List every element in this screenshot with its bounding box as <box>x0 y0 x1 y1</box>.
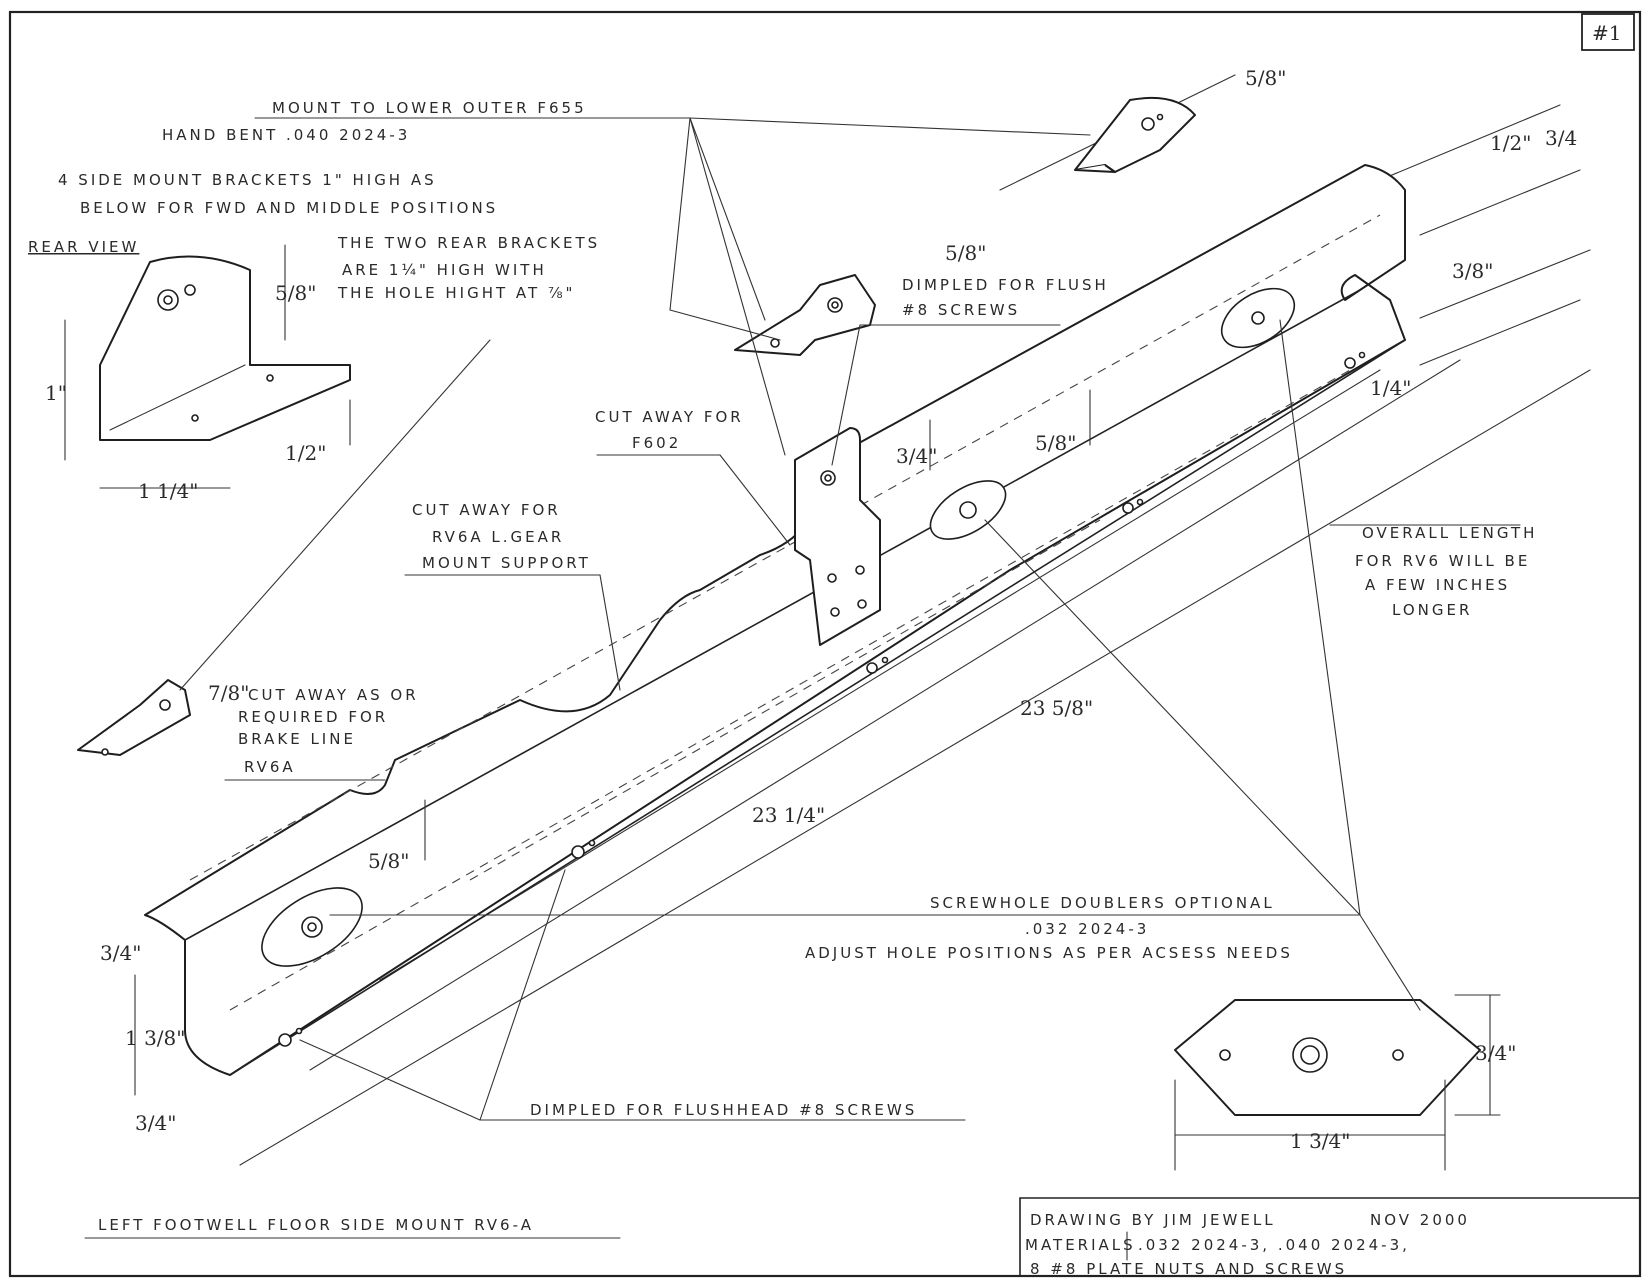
label-rear-brackets-1: THE TWO REAR BRACKETS <box>337 234 600 252</box>
label-mount-to: MOUNT TO LOWER OUTER F655 <box>272 99 587 117</box>
label-cut-f602-1: CUT AWAY FOR <box>595 408 744 426</box>
dim-3-4-left-top: 3/4" <box>100 941 141 965</box>
label-cut-gear-3: MOUNT SUPPORT <box>422 554 591 572</box>
label-overall-3: A FEW INCHES <box>1365 576 1510 594</box>
dim-1-rear: 1" <box>45 381 67 405</box>
dim-5-8-bracket: 5/8" <box>945 241 986 265</box>
doubler-detail <box>1174 994 1501 1171</box>
sheet-border <box>8 10 1642 1278</box>
dim-5-8-mid: 5/8" <box>1035 431 1076 455</box>
label-cut-brake-4: RV6A <box>244 758 296 776</box>
bracket-small-left <box>77 679 191 756</box>
dim-7-8-small: 7/8" <box>208 681 249 705</box>
label-dimpled-head: DIMPLED FOR FLUSHHEAD #8 SCREWS <box>530 1101 917 1119</box>
construction-lines <box>239 74 1591 1166</box>
label-doublers-3: ADJUST HOLE POSITIONS AS PER ACSESS NEED… <box>805 944 1293 962</box>
label-overall-1: OVERALL LENGTH <box>1362 524 1537 542</box>
dim-3-4-mid: 3/4" <box>896 444 937 468</box>
dim-3-4-top: 3/4 <box>1545 126 1577 150</box>
materials-label: MATERIALS <box>1025 1236 1136 1254</box>
materials-line-1: .032 2024-3, .040 2024-3, <box>1138 1236 1410 1254</box>
label-side-brackets-2: BELOW FOR FWD AND MIDDLE POSITIONS <box>80 199 498 217</box>
label-doublers-2: .032 2024-3 <box>1025 920 1149 938</box>
label-cut-f602-2: F602 <box>632 434 681 452</box>
dim-1-3-8-left: 1 3/8" <box>125 1026 185 1050</box>
dim-23-5-8: 23 5/8" <box>1020 696 1093 720</box>
label-cut-gear-2: RV6A L.GEAR <box>432 528 564 546</box>
floor-side-mount-angle <box>144 164 1406 1076</box>
bracket-middle <box>734 274 876 356</box>
label-rear-brackets-3: THE HOLE HIGHT AT ⅞" <box>337 284 575 302</box>
leader-lines <box>179 117 1421 1121</box>
dim-3-4-doubler: 3/4" <box>1475 1041 1516 1065</box>
label-overall-4: LONGER <box>1392 601 1472 619</box>
label-cut-brake-2: REQUIRED FOR <box>238 708 388 726</box>
label-hand-bent: HAND BENT .040 2024-3 <box>162 126 410 144</box>
label-overall-2: FOR RV6 WILL BE <box>1355 552 1530 570</box>
materials-line-2: 8 #8 PLATE NUTS AND SCREWS <box>1030 1260 1347 1278</box>
label-rear-view: REAR VIEW <box>28 238 139 256</box>
dim-1-2-top: 1/2" <box>1490 131 1531 155</box>
dim-3-8-right: 3/8" <box>1452 259 1493 283</box>
label-cut-brake-3: BRAKE LINE <box>238 730 356 748</box>
label-cut-brake-1: CUT AWAY AS OR <box>248 686 419 704</box>
drawing-title: LEFT FOOTWELL FLOOR SIDE MOUNT RV6-A <box>98 1216 534 1234</box>
dim-1-4-right: 1/4" <box>1370 376 1411 400</box>
bracket-rear-view <box>99 255 351 441</box>
drawn-date: NOV 2000 <box>1370 1211 1470 1229</box>
dim-3-4-left-bot: 3/4" <box>135 1111 176 1135</box>
label-rear-brackets-2: ARE 1¼" HIGH WITH <box>342 261 547 279</box>
sheet-number: #1 <box>1592 21 1621 45</box>
drawn-by: DRAWING BY JIM JEWELL <box>1030 1211 1276 1229</box>
label-side-brackets-1: 4 SIDE MOUNT BRACKETS 1" HIGH AS <box>58 171 437 189</box>
bracket-top-right <box>1074 96 1196 173</box>
label-dimpled-flush-2: #8 SCREWS <box>902 301 1020 319</box>
dim-23-1-4: 23 1/4" <box>752 803 825 827</box>
dim-1-3-4-doubler: 1 3/4" <box>1290 1129 1350 1153</box>
label-dimpled-flush-1: DIMPLED FOR FLUSH <box>902 276 1109 294</box>
dim-5-8-left: 5/8" <box>368 849 409 873</box>
label-cut-gear-1: CUT AWAY FOR <box>412 501 561 519</box>
label-doublers-1: SCREWHOLE DOUBLERS OPTIONAL <box>930 894 1275 912</box>
dim-5-8-rear: 5/8" <box>275 281 316 305</box>
sheet-number-box <box>1581 13 1635 51</box>
dim-1-1-4-rear: 1 1/4" <box>138 479 198 503</box>
dimension-guides <box>64 244 1091 1096</box>
dim-1-2-rear: 1/2" <box>285 441 326 465</box>
dim-5-8-top: 5/8" <box>1245 66 1286 90</box>
title-block: DRAWING BY JIM JEWELL NOV 2000 MATERIALS… <box>1019 1197 1641 1278</box>
